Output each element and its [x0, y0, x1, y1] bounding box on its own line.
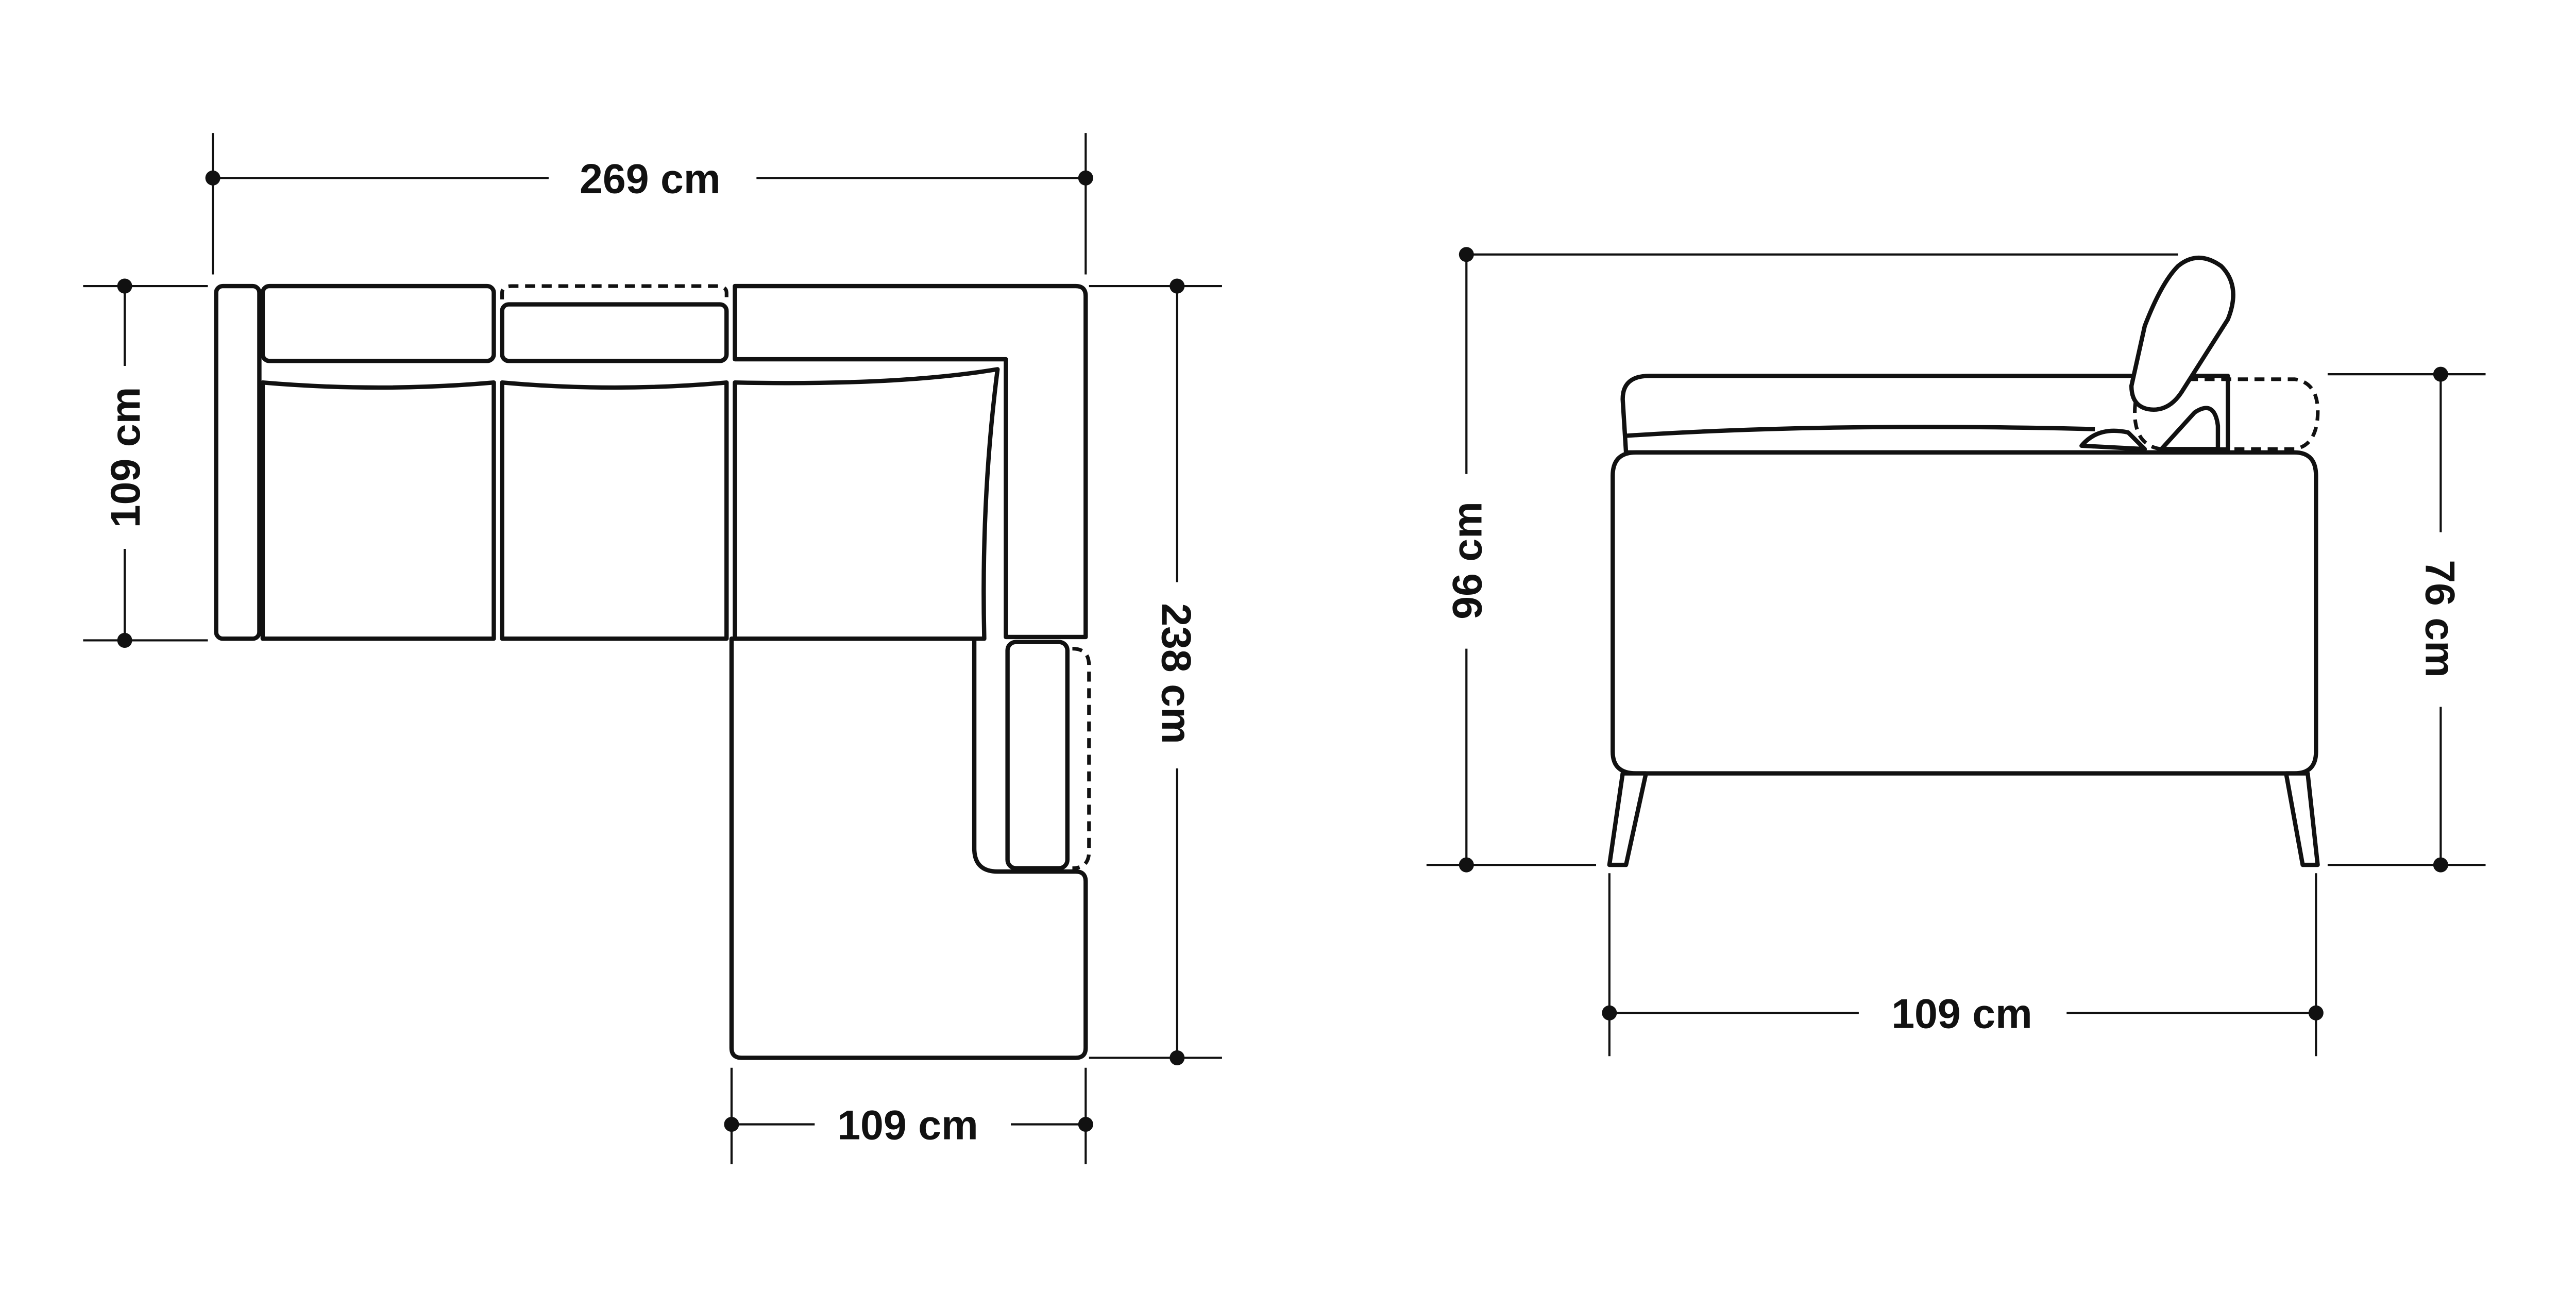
- dimension-depth-109: 109 cm: [1602, 873, 2324, 1057]
- dimension-chaise-width-109: 109 cm: [724, 1067, 1093, 1164]
- chaise-length-label: 238 cm: [1153, 603, 1199, 744]
- width-label: 269 cm: [580, 156, 721, 202]
- dimension-height-96: 96 cm: [1426, 247, 2178, 873]
- depth-label: 109 cm: [103, 387, 149, 528]
- top-view: 269 cm 109 cm 238 cm 109 cm: [83, 133, 1222, 1164]
- height-label: 96 cm: [1444, 501, 1490, 620]
- chaise-width-label: 109 cm: [837, 1102, 978, 1149]
- dimension-length-238: 238 cm: [1089, 278, 1222, 1065]
- sofa-side-outline: [1607, 256, 2320, 867]
- side-view: 96 cm 76 cm 109 cm: [1426, 247, 2486, 1057]
- side-depth-label: 109 cm: [1891, 991, 2032, 1037]
- back-height-label: 76 cm: [2416, 560, 2463, 678]
- dimension-width-269: 269 cm: [205, 133, 1093, 275]
- sofa-top-outline: [214, 283, 1091, 1060]
- dimension-back-height-76: 76 cm: [2327, 366, 2486, 873]
- dimension-depth-109: 109 cm: [83, 278, 208, 648]
